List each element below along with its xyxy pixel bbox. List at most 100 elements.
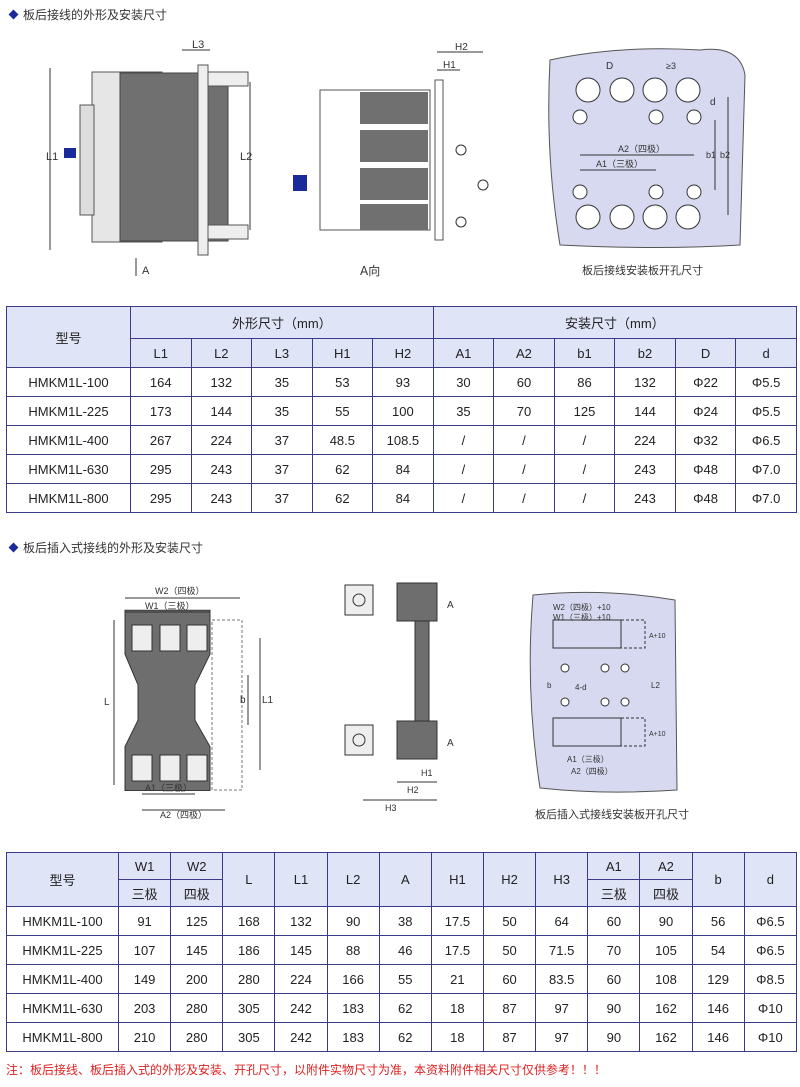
section2-title-text: 板后插入式接线的外形及安装尺寸 — [23, 541, 204, 555]
table-cell: 87 — [482, 1022, 537, 1052]
column-header: H1 — [430, 852, 484, 907]
column-header: d — [743, 852, 798, 907]
a-view-caption: A向 — [360, 264, 381, 278]
table-cell: Φ7.0 — [735, 483, 797, 513]
table-cell: 17.5 — [430, 906, 484, 936]
column-header: b1 — [553, 338, 616, 368]
column-subheader: 三极 — [117, 879, 172, 907]
label-A1: A1（三极） — [596, 158, 643, 169]
label-A1: A1（三极） — [567, 754, 609, 764]
table-cell: Φ48 — [674, 483, 737, 513]
plugin-front-drawing: W2（四极） W1（三极） L b L1 A1（三极） A2（四极） — [104, 585, 274, 820]
column-header: H2 — [482, 852, 537, 907]
table-cell: 267 — [130, 425, 192, 455]
label-H3: H3 — [385, 803, 397, 813]
table-cell: 145 — [170, 935, 224, 965]
model-cell: HMKM1L-225 — [6, 935, 119, 965]
label-A-arrow: A — [142, 265, 150, 277]
table-cell: 146 — [691, 1022, 745, 1052]
table-cell: 280 — [222, 964, 276, 994]
label-L1: L1 — [46, 151, 58, 163]
table-cell: 149 — [117, 964, 172, 994]
column-header: A1 — [432, 338, 495, 368]
label-H2: H2 — [407, 785, 419, 795]
table-cell: Φ22 — [674, 367, 737, 397]
table-cell: 62 — [311, 483, 374, 513]
table-cell: 46 — [378, 935, 432, 965]
table-cell: 70 — [493, 396, 555, 426]
table-cell: 62 — [311, 454, 374, 484]
table-cell: 224 — [274, 964, 328, 994]
label-A2: A2（四极） — [618, 143, 665, 154]
label-H1: H1 — [443, 60, 456, 71]
table-cell: 125 — [553, 396, 616, 426]
table-cell: Φ32 — [674, 425, 737, 455]
column-header: d — [735, 338, 797, 368]
table-cell: 86 — [553, 367, 616, 397]
table-cell: 203 — [117, 993, 172, 1023]
column-header: L1 — [130, 338, 192, 368]
label-A-top: A — [447, 600, 454, 611]
section2-title: 板后插入式接线的外形及安装尺寸 — [8, 539, 204, 556]
column-header: L — [222, 852, 276, 907]
table-cell: 183 — [326, 1022, 380, 1052]
table-cell: 305 — [222, 993, 276, 1023]
label-L3: L3 — [192, 40, 204, 51]
label-A-bottom: A — [447, 738, 454, 749]
table-cell: 132 — [190, 367, 253, 397]
column-subheader: 四极 — [639, 879, 693, 907]
table-cell: 97 — [535, 993, 589, 1023]
table-cell: 93 — [372, 367, 434, 397]
table-cell: 132 — [614, 367, 676, 397]
table-cell: 129 — [691, 964, 745, 994]
table-cell: 37 — [251, 425, 313, 455]
column-header: W2 — [170, 852, 224, 880]
label-A10-bottom: A+10 — [649, 731, 666, 738]
table-cell: 84 — [372, 483, 434, 513]
table-cell: Φ7.0 — [735, 454, 797, 484]
model-cell: HMKM1L-630 — [6, 993, 119, 1023]
label-W2-10: W2（四极）+10 — [553, 602, 611, 612]
table-cell: 132 — [274, 906, 328, 936]
table-cell: 168 — [222, 906, 276, 936]
table-cell: 97 — [535, 1022, 589, 1052]
plugin-side-drawing: A A H1 H2 H3 — [344, 582, 454, 813]
table-cell: 183 — [326, 993, 380, 1023]
table-cell: / — [493, 425, 555, 455]
disclaimer-note: 注：板后接线、板后插入式的外形及安装、开孔尺寸，以附件实物尺寸为准，本资料附件相… — [6, 1063, 607, 1077]
table-cell: Φ5.5 — [735, 396, 797, 426]
label-L2: L2 — [651, 681, 660, 690]
model-header: 型号 — [6, 852, 119, 907]
label-b: b — [240, 695, 246, 706]
table-cell: 243 — [190, 483, 253, 513]
table-cell: 280 — [170, 1022, 224, 1052]
label-gap: ≥3 — [666, 61, 676, 71]
table-cell: Φ6.5 — [735, 425, 797, 455]
column-header: H1 — [311, 338, 374, 368]
table-cell: / — [553, 454, 616, 484]
table-cell: 144 — [614, 396, 676, 426]
table-cell: 55 — [378, 964, 432, 994]
label-b: b — [547, 681, 552, 690]
model-cell: HMKM1L-225 — [6, 396, 131, 426]
table-cell: 186 — [222, 935, 276, 965]
table-cell: 83.5 — [535, 964, 589, 994]
table-cell: 146 — [691, 993, 745, 1023]
table-cell: 38 — [378, 906, 432, 936]
label-4d: 4-d — [575, 683, 587, 692]
table-cell: 53 — [311, 367, 374, 397]
table-cell: 35 — [251, 396, 313, 426]
model-cell: HMKM1L-100 — [6, 367, 131, 397]
label-L: L — [104, 697, 110, 708]
column-header: L2 — [326, 852, 380, 907]
label-d: d — [710, 97, 716, 108]
column-subheader: 三极 — [587, 879, 641, 907]
table-cell: 48.5 — [311, 425, 374, 455]
table-cell: 90 — [587, 1022, 641, 1052]
